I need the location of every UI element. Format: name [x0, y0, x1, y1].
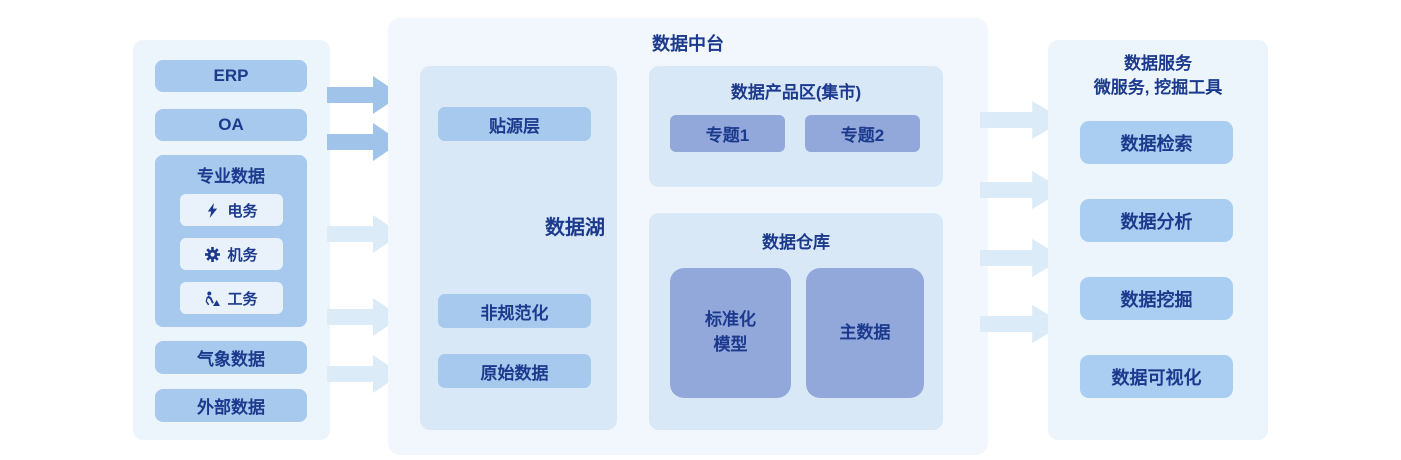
flow-arrow-service-2 [980, 171, 1064, 209]
topic2-box: 专题2 [805, 115, 920, 152]
worker-icon [205, 290, 221, 306]
flow-arrow-external [327, 355, 401, 393]
data-platform-title: 数据中台 [652, 34, 724, 54]
data-product-zone-title: 数据产品区(集市) [730, 83, 862, 102]
source-electrical-label: 电务 [227, 202, 258, 220]
source-erp-box: ERP [155, 60, 307, 92]
source-mechanical-box: 机务 [180, 238, 283, 270]
flow-arrow-weather [327, 298, 401, 336]
flow-arrow-service-1 [980, 101, 1064, 139]
source-mechanical-label: 机务 [227, 246, 258, 264]
service-data-analysis-box: 数据分析 [1080, 199, 1233, 242]
source-electrical-box: 电务 [180, 194, 283, 226]
flow-arrow-professional [327, 215, 401, 253]
data-warehouse-title: 数据仓库 [762, 233, 830, 252]
standardized-model-box: 标准化 模型 [670, 268, 791, 398]
flow-arrow-service-4 [980, 305, 1064, 343]
gear-icon [205, 246, 221, 262]
data-services-title: 数据服务 微服务, 挖掘工具 [1048, 52, 1268, 100]
source-layer-box: 贴源层 [438, 107, 591, 141]
source-engineering-box: 工务 [180, 282, 283, 314]
source-oa-box: OA [155, 109, 307, 141]
non-standardized-box: 非规范化 [438, 294, 591, 328]
service-data-visualization-box: 数据可视化 [1080, 355, 1233, 398]
flow-arrow-erp [327, 76, 401, 114]
lightning-icon [205, 202, 220, 218]
source-external-box: 外部数据 [155, 389, 307, 422]
master-data-box: 主数据 [806, 268, 924, 398]
professional-data-title: 专业数据 [197, 167, 265, 186]
topic1-box: 专题1 [670, 115, 785, 152]
flow-arrow-oa [327, 123, 401, 161]
source-weather-box: 气象数据 [155, 341, 307, 374]
raw-data-box: 原始数据 [438, 354, 591, 388]
service-data-mining-box: 数据挖掘 [1080, 277, 1233, 320]
source-engineering-label: 工务 [227, 290, 258, 308]
data-services-title-line1: 数据服务 [1124, 54, 1192, 73]
service-data-retrieval-box: 数据检索 [1080, 121, 1233, 164]
flow-arrow-service-3 [980, 239, 1064, 277]
data-lake-title: 数据湖 [545, 217, 605, 239]
data-services-title-line2: 微服务, 挖掘工具 [1093, 77, 1223, 97]
